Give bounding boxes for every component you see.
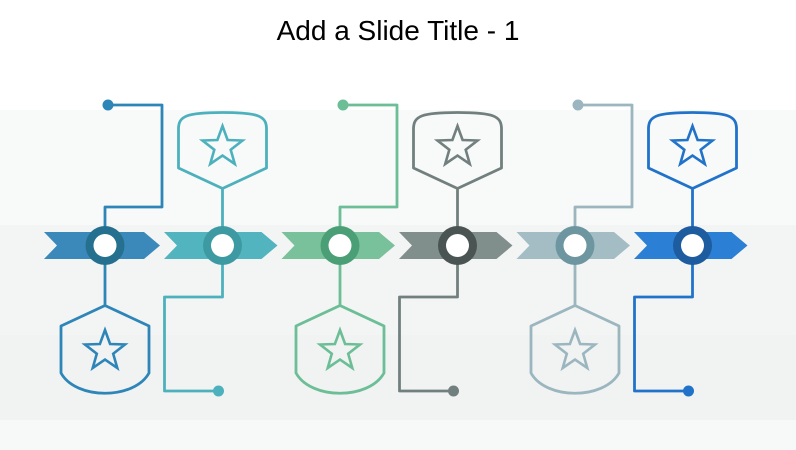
nodes-layer <box>85 226 712 265</box>
badge-shape-2 <box>177 111 268 190</box>
star-icon <box>198 122 247 168</box>
badge-shape-3 <box>294 304 386 395</box>
endpoint-dot-3 <box>337 99 349 111</box>
connector-elbow-top-3 <box>338 103 399 246</box>
connectors-layer <box>59 99 738 397</box>
badge-shape-6 <box>647 111 738 190</box>
star-icon <box>551 326 599 372</box>
connector-elbow-bottom-2 <box>163 245 224 393</box>
milestone-circle-center-4 <box>446 234 469 257</box>
star-icon <box>316 326 364 372</box>
endpoint-dot-6 <box>683 385 694 397</box>
badge-shape-1 <box>59 304 151 395</box>
star-icon <box>81 326 129 372</box>
milestone-circle-center-5 <box>563 234 587 257</box>
star-icon <box>668 122 717 168</box>
badge-shape-5 <box>529 304 621 395</box>
badge-shape-4 <box>412 111 503 190</box>
endpoint-dot-1 <box>102 99 114 111</box>
connector-elbow-bottom-4 <box>398 245 459 393</box>
connector-elbow-top-5 <box>573 103 634 246</box>
milestone-circle-center-1 <box>93 234 117 257</box>
endpoint-dot-4 <box>448 385 459 397</box>
milestone-circle-center-2 <box>211 234 234 257</box>
connector-elbow-bottom-6 <box>633 245 694 393</box>
endpoint-dot-2 <box>213 385 224 397</box>
endpoint-dot-5 <box>572 99 584 111</box>
milestone-circle-center-3 <box>328 234 352 257</box>
milestone-circle-center-6 <box>681 234 704 257</box>
connector-elbow-top-1 <box>103 103 164 246</box>
chevrons-layer <box>44 232 748 259</box>
slide-title: Add a Slide Title - 1 <box>276 15 520 46</box>
star-icon <box>433 122 482 168</box>
